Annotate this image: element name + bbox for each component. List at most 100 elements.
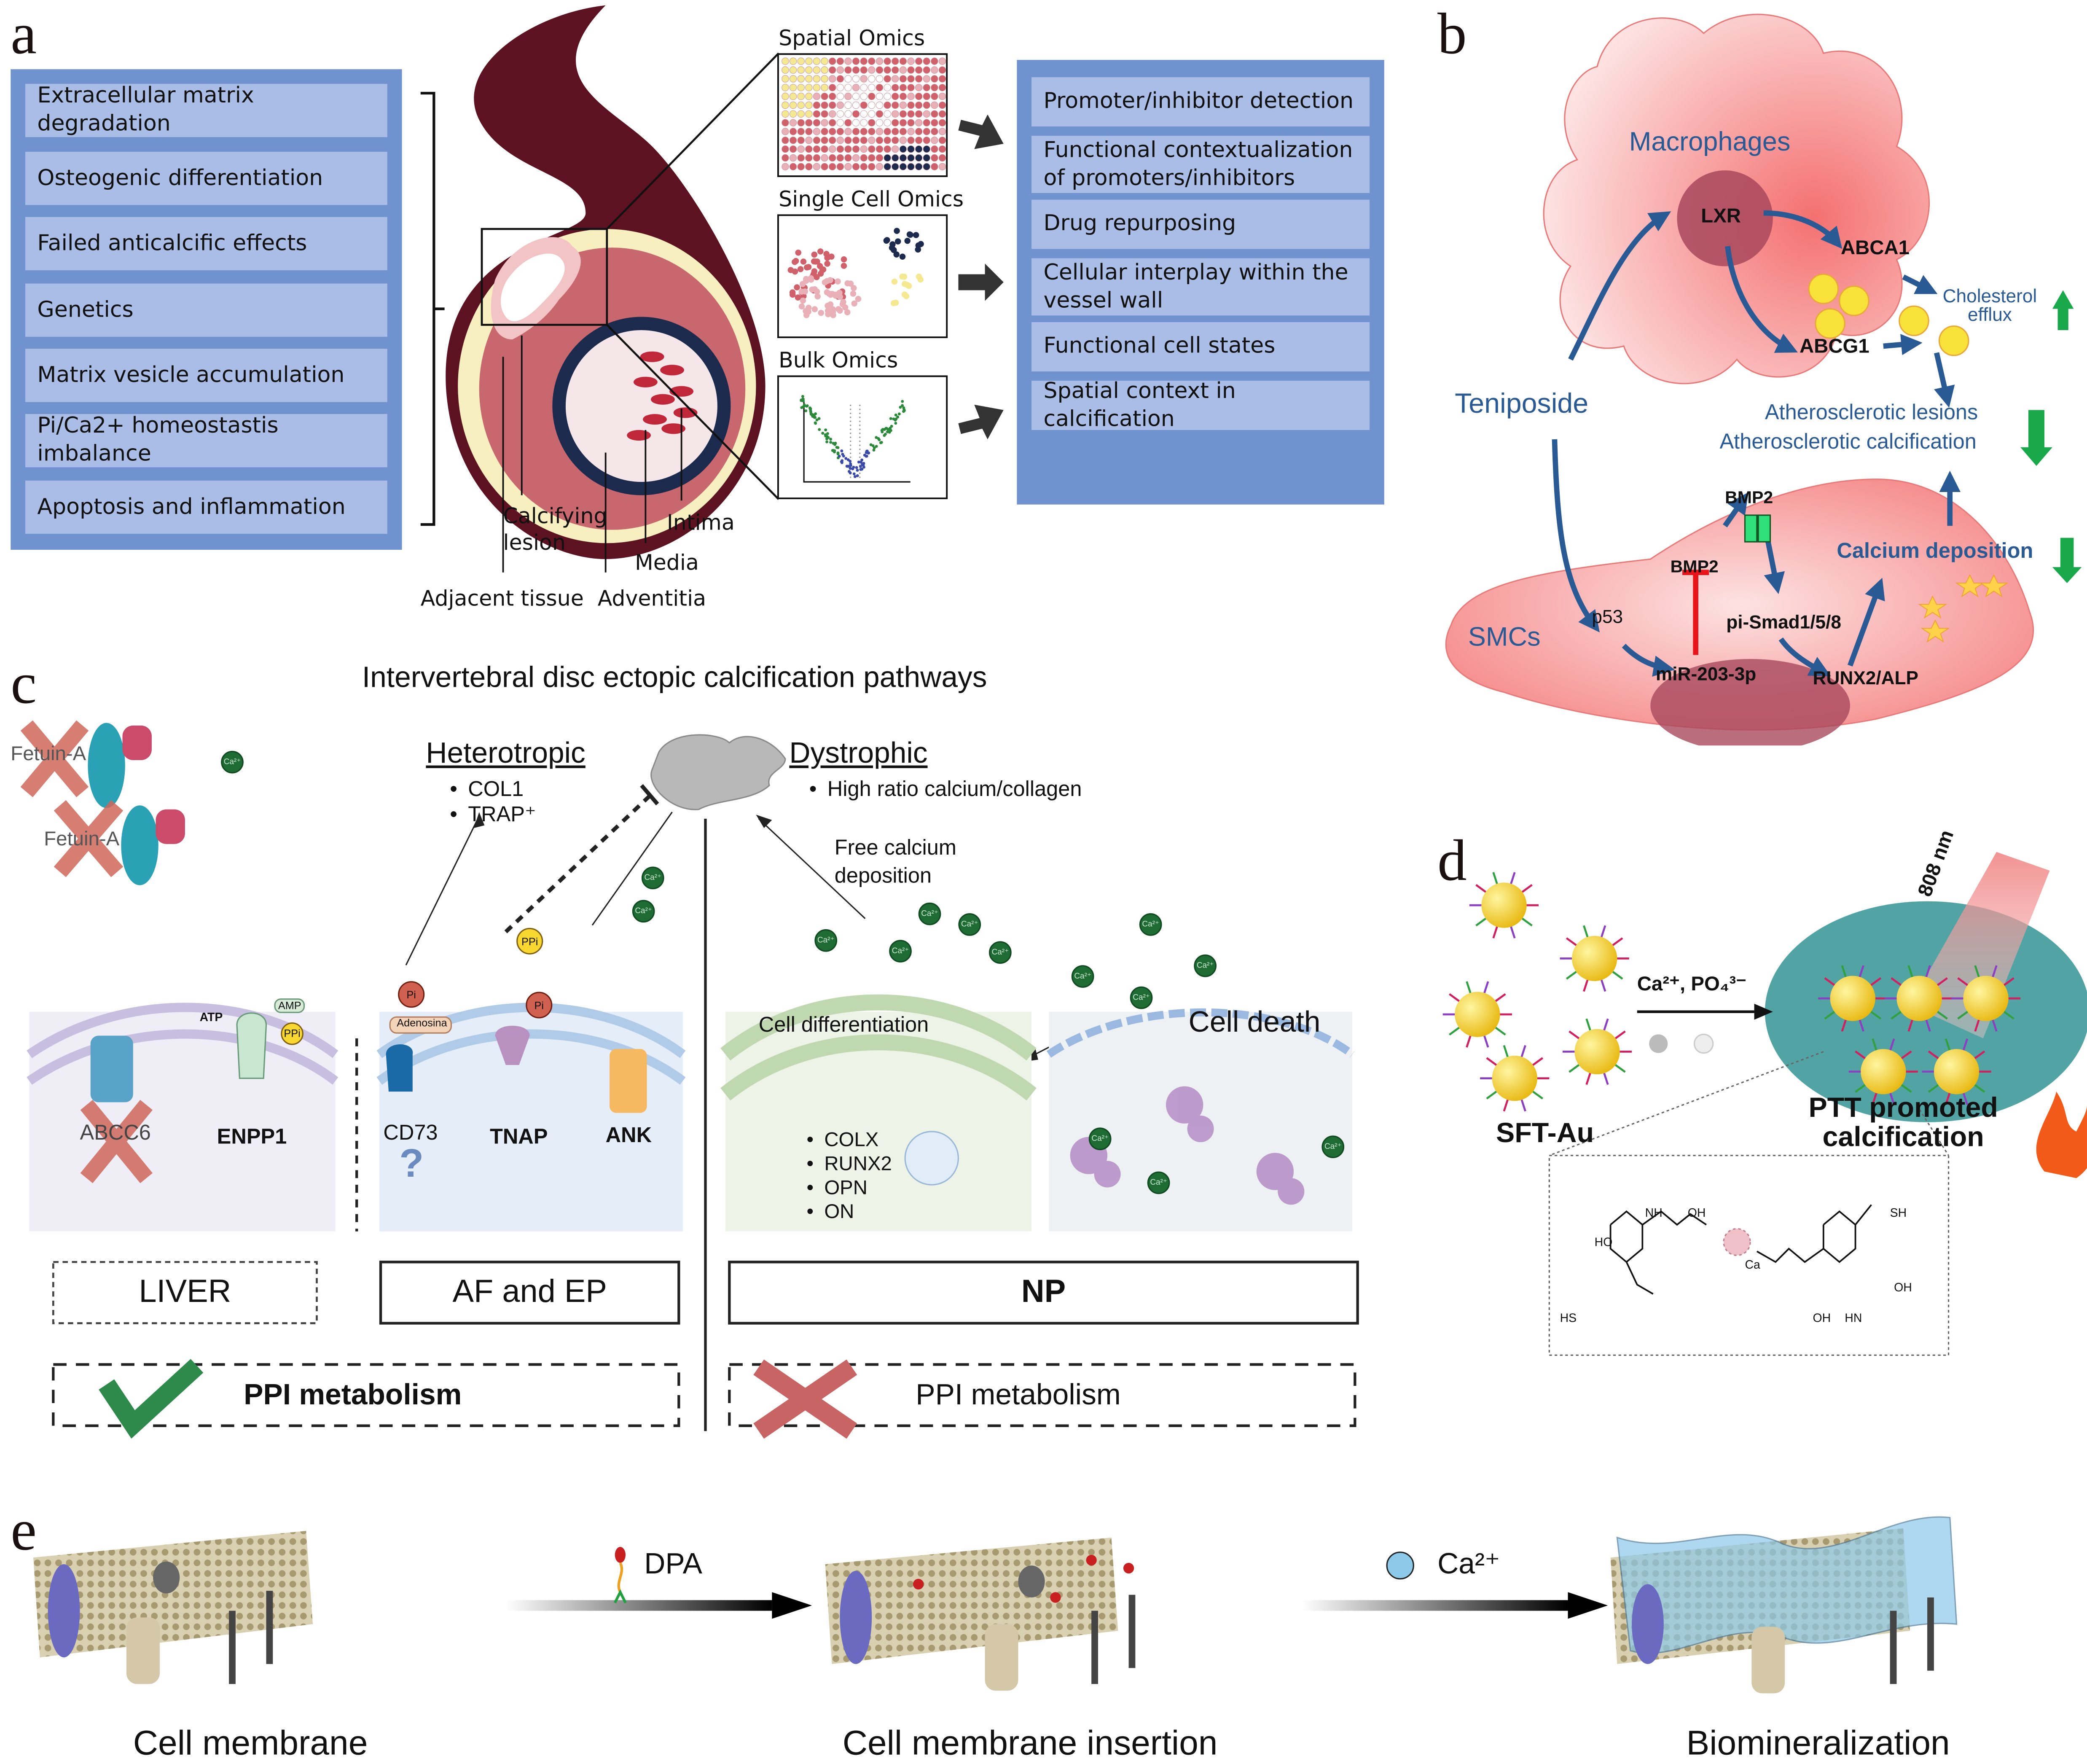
cross-icon <box>753 1359 857 1439</box>
spatial-spot <box>931 154 938 162</box>
ligand <box>1569 1064 1579 1073</box>
spatial-spot <box>938 92 946 100</box>
cell-point <box>891 247 897 253</box>
spatial-spot <box>884 110 891 118</box>
spatial-spot <box>844 92 852 100</box>
cell-point <box>811 268 818 274</box>
cell-point <box>811 306 818 312</box>
cell-point <box>817 248 824 255</box>
ligand <box>1945 1038 1951 1051</box>
spatial-spot <box>860 101 868 109</box>
cell-point <box>901 274 908 280</box>
gene-point <box>856 474 859 477</box>
ligand <box>1870 1011 1882 1020</box>
mechanism-item: Pi/Ca2+ homeostastis imbalance <box>25 413 387 468</box>
smad-label: pi-Smad1/5/8 <box>1726 611 1842 632</box>
spatial-spot <box>915 101 923 109</box>
calcium-ion: Ca²⁺ <box>814 929 838 952</box>
cell-point <box>827 291 834 298</box>
spatial-spot <box>860 84 868 91</box>
spatial-spot <box>852 154 860 162</box>
spatial-spot <box>884 75 891 83</box>
gene-point <box>877 437 880 440</box>
spatial-spot <box>805 154 813 162</box>
marker-item: TRAP⁺ <box>450 803 536 828</box>
ptt-calcification-label: PTT promoted calcification <box>1808 1093 1998 1153</box>
spatial-spot <box>938 110 946 118</box>
ligand <box>1928 1050 1939 1059</box>
spatial-spot <box>805 145 813 153</box>
spatial-spot <box>813 128 821 135</box>
gene-point <box>860 460 863 464</box>
spatial-spot <box>844 145 852 153</box>
spatial-spot <box>829 84 836 91</box>
af-ep-cell <box>379 1011 683 1232</box>
gene-point <box>829 438 833 441</box>
spatial-spot <box>797 137 805 144</box>
marker-item: COL1 <box>450 777 536 803</box>
ligand <box>1841 1019 1847 1032</box>
spatial-spot <box>915 110 923 118</box>
spatial-spot <box>892 137 899 144</box>
spatial-spot <box>884 119 891 126</box>
spatial-spot <box>860 75 868 83</box>
calcium-ion: Ca²⁺ <box>632 900 655 923</box>
dpa-molecule-icon <box>613 1547 627 1604</box>
spatial-spot <box>797 101 805 109</box>
spatial-spot <box>782 66 789 74</box>
adenosina-label: Adenosina <box>397 1017 447 1029</box>
spatial-spot <box>923 110 930 118</box>
spatial-spot <box>844 163 852 171</box>
enpp1-enzyme <box>236 1012 267 1079</box>
spatial-spot <box>829 163 836 171</box>
spatial-spot <box>805 128 813 135</box>
gene-point <box>879 441 882 444</box>
gene-point <box>844 457 848 460</box>
spatial-spot <box>836 145 844 153</box>
spatial-spot <box>915 119 923 126</box>
runx2-alp-label: RUNX2/ALP <box>1813 667 1919 688</box>
cell-point <box>916 273 922 280</box>
bmp2-receptor <box>1744 514 1758 543</box>
gene-point <box>873 446 876 449</box>
gene-point <box>829 441 833 444</box>
spatial-spot <box>789 75 797 83</box>
label-intima: Intima <box>666 510 735 535</box>
spatial-spot <box>805 110 813 118</box>
gene-point <box>815 418 819 422</box>
gold-nanoparticle <box>1830 976 1875 1021</box>
spatial-spot <box>782 110 789 118</box>
spatial-spot <box>899 101 907 109</box>
spatial-spot <box>923 57 930 65</box>
arrow-icon <box>958 404 1004 439</box>
gene-point <box>833 450 836 454</box>
gene-point <box>875 445 878 448</box>
cell-point <box>795 294 801 301</box>
cell-point <box>892 299 899 306</box>
spatial-spot <box>805 137 813 144</box>
ligand <box>1583 979 1589 992</box>
spatial-spot <box>938 154 946 162</box>
ligand <box>1901 1050 1912 1059</box>
spatial-spot <box>813 75 821 83</box>
mechanism-item: Osteogenic differentiation <box>25 151 387 205</box>
mechanisms-box: Extracellular matrix degradation Osteoge… <box>11 69 402 550</box>
cell-point <box>894 238 901 245</box>
spatial-spot <box>789 101 797 109</box>
gene-point <box>856 468 859 472</box>
spatial-spot <box>797 119 805 126</box>
spatial-spot <box>805 119 813 126</box>
ligand <box>1520 1099 1526 1112</box>
gold-nanoparticle <box>1934 1049 1980 1094</box>
spatial-spot <box>923 66 930 74</box>
spatial-spot <box>821 75 828 83</box>
spatial-spot <box>868 119 876 126</box>
ank-transporter <box>610 1049 647 1113</box>
spatial-spot <box>836 66 844 74</box>
spatial-spot <box>782 92 789 100</box>
gene-point <box>827 436 830 439</box>
calcium-ion: Ca²⁺ <box>889 940 912 963</box>
gold-nanoparticle <box>1896 976 1942 1021</box>
calcium-ion: Ca²⁺ <box>641 866 664 890</box>
spatial-spot <box>852 163 860 171</box>
